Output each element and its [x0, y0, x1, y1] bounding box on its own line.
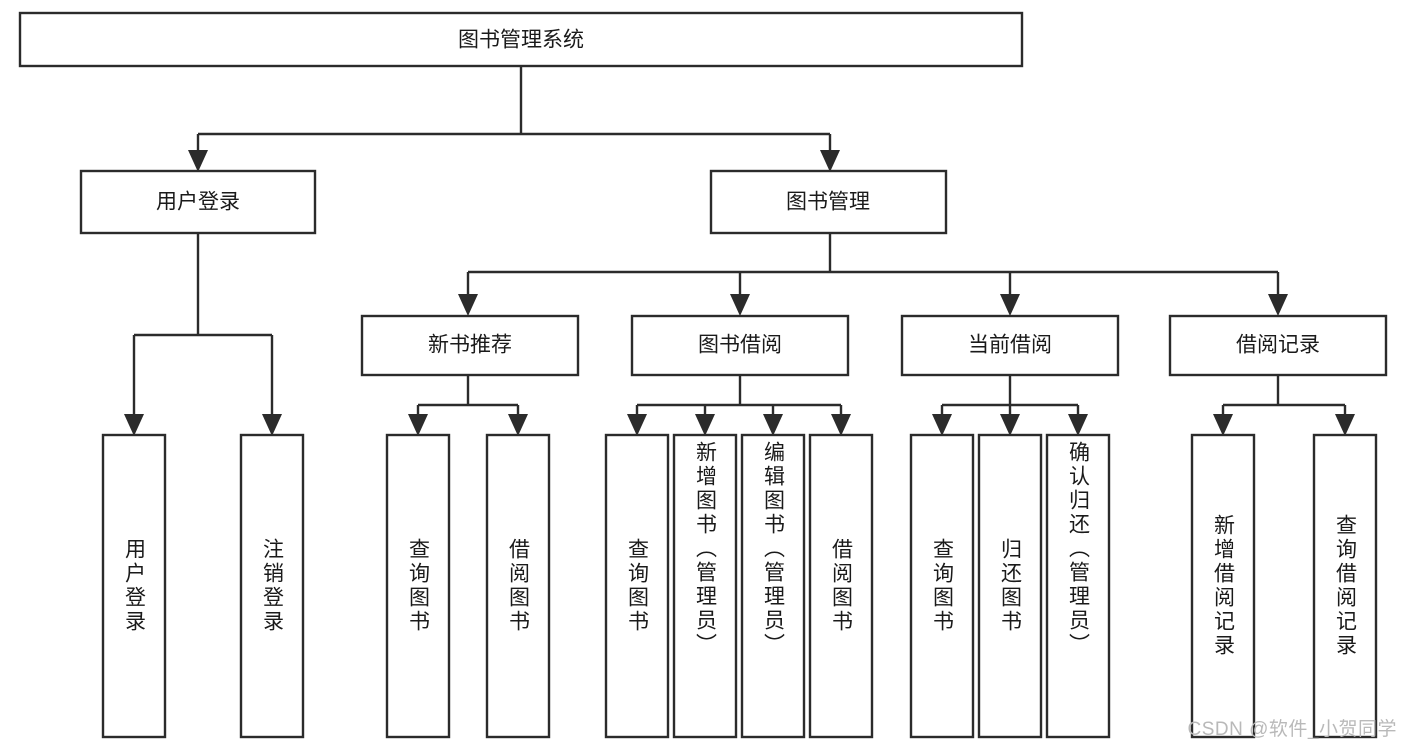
- csdn-watermark: CSDN @软件_小贺同学: [1187, 719, 1397, 740]
- arrow-icon-leaf-user-login: [124, 414, 144, 436]
- arrow-icon-record: [1268, 294, 1288, 316]
- arrow-icon-leaf-return-book: [1000, 414, 1020, 436]
- node-new-book-recommend-label: 新书推荐: [428, 334, 512, 357]
- node-leaf-query-book-1-box[interactable]: [385, 433, 451, 739]
- node-book-manage-label: 图书管理: [786, 191, 870, 214]
- node-borrow-record-box[interactable]: [1168, 314, 1388, 377]
- arrow-icon-leaf-user-logout: [262, 414, 282, 436]
- horizontal-label-group: 图书管理系统 用户登录 图书管理 新书推荐 图书借阅 当前借阅 借阅记录: [156, 29, 1320, 357]
- arrow-icon-book-manage: [820, 150, 840, 172]
- node-book-manage-box[interactable]: [709, 169, 948, 235]
- node-user-login-label: 用户登录: [156, 191, 240, 214]
- arrow-icon-leaf-edit-book: [763, 414, 783, 436]
- node-root-label: 图书管理系统: [458, 29, 584, 52]
- node-leaf-query-record-box[interactable]: [1312, 433, 1378, 739]
- arrow-icon-leaf-query-record: [1335, 414, 1355, 436]
- node-leaf-query-book-2-box[interactable]: [604, 433, 670, 739]
- node-borrow-record-label: 借阅记录: [1236, 334, 1320, 357]
- arrow-icon-leaf-query-book-3: [932, 414, 952, 436]
- arrow-icon-leaf-add-book: [695, 414, 715, 436]
- node-leaf-query-book-3-box[interactable]: [909, 433, 975, 739]
- node-book-borrow-label: 图书借阅: [698, 334, 782, 357]
- arrow-icon-user-login: [188, 150, 208, 172]
- arrow-icon-borrow: [730, 294, 750, 316]
- node-book-borrow-box[interactable]: [630, 314, 850, 377]
- arrow-icon-leaf-query-book-2: [627, 414, 647, 436]
- node-leaf-borrow-book-2-box[interactable]: [808, 433, 874, 739]
- arrow-icon-leaf-add-record: [1213, 414, 1233, 436]
- arrow-icon-leaf-query-book-1: [408, 414, 428, 436]
- node-leaf-user-login-box[interactable]: [101, 433, 167, 739]
- arrow-icon-leaf-confirm-return: [1068, 414, 1088, 436]
- arrowhead-group: [124, 150, 1355, 436]
- node-leaf-borrow-book-1-box[interactable]: [485, 433, 551, 739]
- node-leaf-add-book-box[interactable]: [672, 433, 738, 739]
- node-box-group: [18, 11, 1388, 739]
- arrow-icon-leaf-borrow-book-1: [508, 414, 528, 436]
- node-current-borrow-label: 当前借阅: [968, 334, 1052, 357]
- arrow-icon-recommend: [458, 294, 478, 316]
- node-leaf-user-logout-box[interactable]: [239, 433, 305, 739]
- node-new-book-recommend-box[interactable]: [360, 314, 580, 377]
- node-leaf-return-book-box[interactable]: [977, 433, 1043, 739]
- node-leaf-add-record-box[interactable]: [1190, 433, 1256, 739]
- node-current-borrow-box[interactable]: [900, 314, 1120, 377]
- node-user-login-box[interactable]: [79, 169, 317, 235]
- node-leaf-confirm-return-box[interactable]: [1045, 433, 1111, 739]
- arrow-icon-current: [1000, 294, 1020, 316]
- node-leaf-edit-book-box[interactable]: [740, 433, 806, 739]
- node-root-box[interactable]: [18, 11, 1024, 68]
- arrow-icon-leaf-borrow-book-2: [831, 414, 851, 436]
